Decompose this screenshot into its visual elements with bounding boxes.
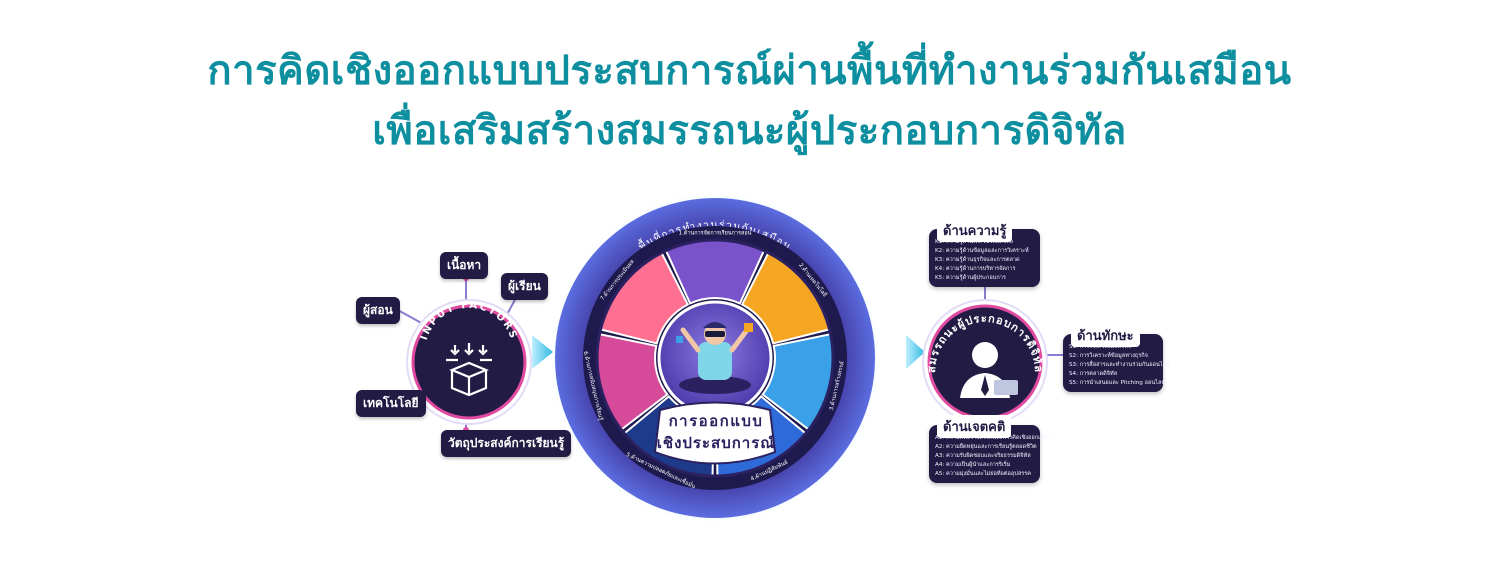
entrepreneur-avatar-icon xyxy=(960,342,1018,398)
knowledge-item: K5: ความรู้ด้านผู้ประกอบการ xyxy=(935,275,1006,281)
skills-item: S4: การตลาดดิจิทัล xyxy=(1069,371,1118,377)
core-label-banner: การออกแบบ เชิงประสบการณ์ xyxy=(653,401,777,465)
central-wheel: พื้นที่การทำงานร่วมกันเสมือน 1.ด้านการจั… xyxy=(549,192,881,524)
step-label: 1.ด้านการจัดการเรียนการสอน xyxy=(679,230,752,237)
input-factors-hub: INPUT FACTORS xyxy=(406,299,532,425)
attitude-item: A5: ความมุ่งมั่นและไม่ย่อท้อต่ออุปสรรค xyxy=(935,471,1031,477)
core-label-line2: เชิงประสบการณ์ xyxy=(657,434,775,452)
factor-content: เนื้อหา xyxy=(440,252,489,279)
knowledge-item: K3: ความรู้ด้านธุรกิจและการตลาด xyxy=(935,257,1020,263)
attitude-item: A2: ความยืดหยุ่นและการเรียนรู้ตลอดชีวิต xyxy=(935,444,1037,450)
core-label-line1: การออกแบบ xyxy=(669,412,764,430)
attitude-item: A1: ความคิดสร้างสรรค์และการคิดเชิงออกแบบ xyxy=(935,435,1049,441)
knowledge-item: K2: ความรู้ด้านข้อมูลและการวิเคราะห์ xyxy=(935,248,1029,254)
panel-knowledge-title: ด้านความรู้ xyxy=(937,219,1013,242)
skills-item: S2: การวิเคราะห์ข้อมูลทางธุรกิจ xyxy=(1069,353,1148,359)
arrow-center-to-output xyxy=(906,335,925,369)
box-icon xyxy=(446,343,492,397)
knowledge-list: K1: ความรู้ด้านเทคโนโลยีดิจิทัล K2: ความร… xyxy=(929,229,1040,283)
knowledge-item: K1: ความรู้ด้านเทคโนโลยีดิจิทัล xyxy=(935,239,1014,245)
panel-attitude-title: ด้านเจตคติ xyxy=(937,415,1012,438)
panel-attitude: ด้านเจตคติ A1: ความคิดสร้างสรรค์และการคิ… xyxy=(929,415,1049,483)
skills-item: S5: การนำเสนอและ Pitching ออนไลน์ xyxy=(1069,380,1166,386)
core-illustration xyxy=(657,300,773,416)
skills-item: S3: การสื่อสารและทำงานร่วมกันออนไลน์ xyxy=(1069,362,1170,368)
factor-learning-objective: วัตถุประสงค์การเรียนรู้ xyxy=(441,430,572,457)
arrow-input-to-center xyxy=(532,335,553,369)
skills-list: S1: การใช้เครื่องมือดิจิทัล S2: การวิเครา… xyxy=(1063,334,1170,388)
skills-item: S1: การใช้เครื่องมือดิจิทัล xyxy=(1069,344,1132,350)
panel-skills-title: ด้านทักษะ xyxy=(1071,324,1140,347)
knowledge-item: K4: ความรู้ด้านการบริหารจัดการ xyxy=(935,266,1016,272)
panel-knowledge: ด้านความรู้ K1: ความรู้ด้านเทคโนโลยีดิจิ… xyxy=(929,219,1040,287)
page-title-line2: เพื่อเสริมสร้างสมรรถนะผู้ประกอบการดิจิทั… xyxy=(372,108,1127,154)
factor-technology: เทคโนโลยี xyxy=(356,390,426,417)
factor-learner: ผู้เรียน xyxy=(501,273,548,300)
attitude-item: A3: ความรับผิดชอบและจริยธรรมดิจิทัล xyxy=(935,453,1031,459)
factor-instructor: ผู้สอน xyxy=(356,297,400,324)
page-title-line1: การคิดเชิงออกแบบประสบการณ์ผ่านพื้นที่ทำง… xyxy=(207,48,1292,94)
output-competency-hub: สมรรถนะผู้ประกอบการดิจิทัล xyxy=(922,299,1048,425)
attitude-list: A1: ความคิดสร้างสรรค์และการคิดเชิงออกแบบ… xyxy=(929,425,1049,479)
attitude-item: A4: ความเป็นผู้นำและการริเริ่ม xyxy=(935,462,1011,468)
panel-skills: ด้านทักษะ S1: การใช้เครื่องมือดิจิทัล S2:… xyxy=(1063,324,1170,392)
